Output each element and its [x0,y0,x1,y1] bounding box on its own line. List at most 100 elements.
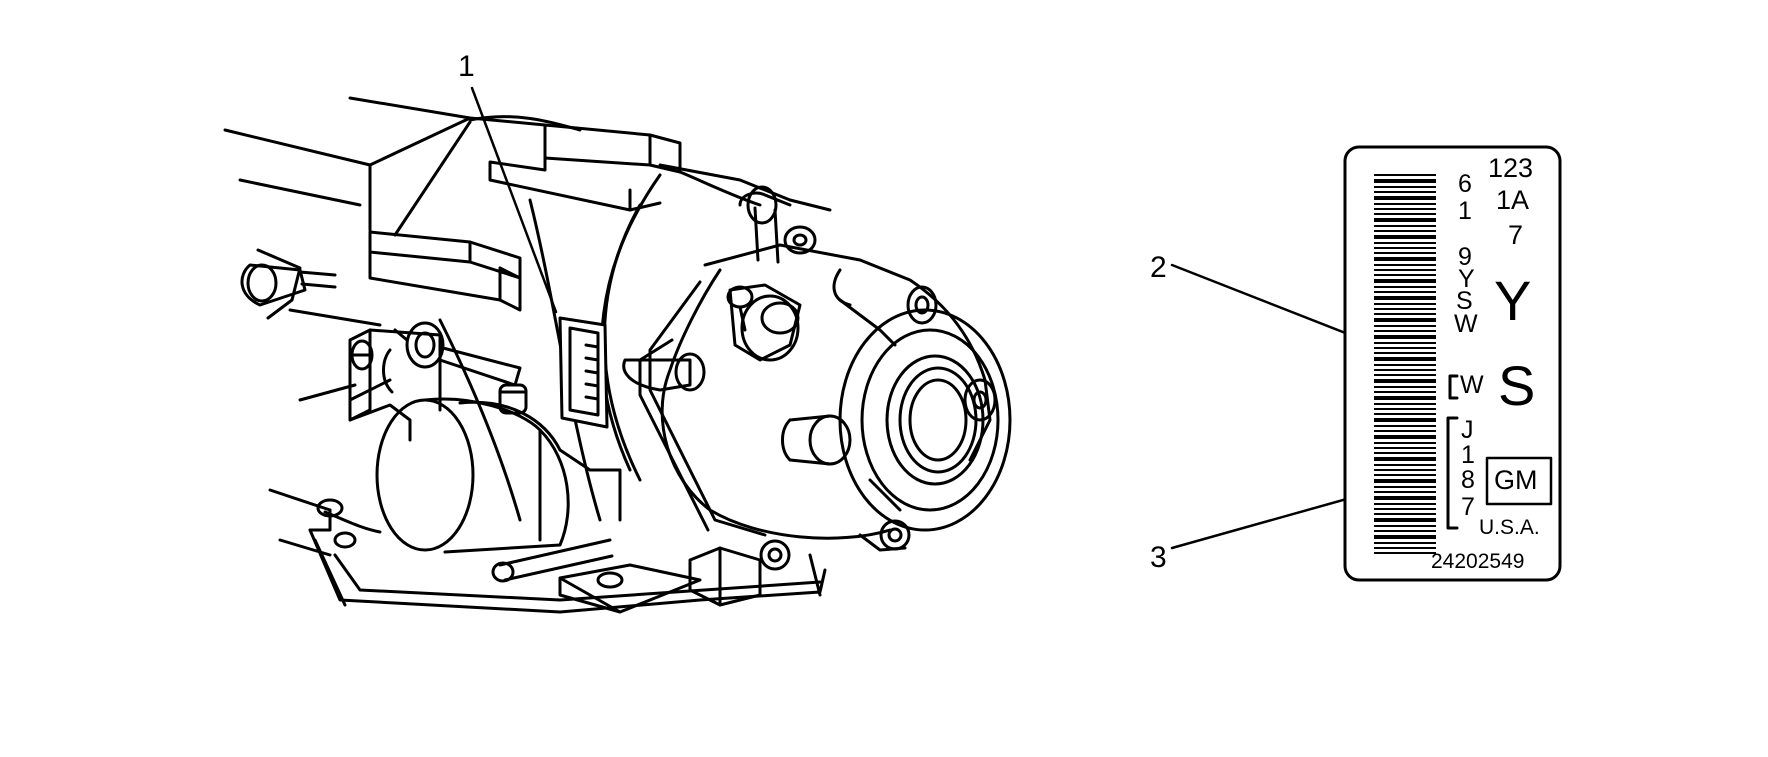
barcode-stripe [1374,291,1436,293]
barcode-stripe [1374,269,1436,271]
barcode-stripe [1374,186,1436,188]
barcode-stripe [1374,230,1436,232]
barcode-stripe [1374,418,1436,422]
barcode-stripe [1374,286,1436,288]
barcode-stripe [1374,513,1436,515]
barcode-stripe [1374,469,1436,471]
tag-big-y: Y [1494,269,1532,332]
barcode-stripe [1374,347,1436,349]
barcode-stripe [1374,547,1436,549]
barcode-stripe [1374,552,1436,554]
barcode-stripe [1374,435,1436,439]
barcode-stripe [1374,247,1436,249]
barcode-stripe [1374,369,1436,371]
bracket-w [1448,374,1459,400]
barcode-stripe [1374,203,1436,205]
barcode-stripe [1374,486,1436,488]
barcode-stripe [1374,474,1436,476]
barcode-stripe [1374,174,1436,176]
tag-julian-1: 1 [1461,441,1475,469]
barcode-stripe [1374,491,1436,493]
barcode-stripe [1374,257,1436,261]
barcode [1374,174,1436,554]
transmission-body [223,96,1012,614]
barcode-stripe [1374,379,1436,383]
barcode-stripe [1374,479,1436,483]
tag-col-left-2: 9 [1458,243,1472,271]
barcode-stripe [1374,264,1436,266]
barcode-stripe [1374,308,1436,310]
barcode-stripe [1374,352,1436,354]
barcode-stripe [1374,374,1436,376]
tag-col-right-0: 123 [1488,153,1534,183]
barcode-stripe [1374,279,1436,283]
barcode-stripe [1374,357,1436,361]
barcode-stripe [1374,508,1436,510]
leader-1 [470,86,558,314]
callout-2: 2 [1150,251,1167,284]
id-label-card [1343,145,1562,582]
tag-col-left-0: 6 [1458,170,1472,198]
barcode-stripe [1374,535,1436,539]
tag-col-left-1: 1 [1458,197,1472,225]
barcode-stripe [1374,518,1436,522]
tag-brackets [1446,374,1459,530]
tag-col-right-2: 7 [1508,220,1524,250]
tag-bracket-w: W [1460,371,1484,399]
barcode-stripe [1374,364,1436,366]
barcode-stripe [1374,457,1436,461]
barcode-stripe [1374,408,1436,410]
barcode-stripe [1374,342,1436,344]
barcode-stripe [1374,396,1436,400]
tag-col-left-4: S [1456,287,1473,315]
barcode-stripe [1374,208,1436,210]
barcode-stripe [1374,442,1436,444]
callout-3: 3 [1150,541,1167,574]
barcode-stripe [1374,542,1436,544]
barcode-stripe [1374,503,1436,505]
tag-julian-0: J [1461,416,1474,444]
tag-big-s: S [1498,354,1536,417]
barcode-stripe [1374,452,1436,454]
barcode-stripe [1374,430,1436,432]
barcode-stripe [1374,386,1436,388]
bracket-julian [1446,416,1459,530]
barcode-stripe [1374,218,1436,222]
barcode-stripe [1374,242,1436,244]
barcode-stripe [1374,530,1436,532]
barcode-stripe [1374,413,1436,415]
barcode-stripe [1374,425,1436,427]
barcode-stripe [1374,318,1436,322]
barcode-stripe [1374,196,1436,200]
tag-country: U.S.A. [1479,516,1540,539]
barcode-stripe [1374,464,1436,466]
barcode-stripe [1374,325,1436,327]
tag-col-left-3: Y [1458,265,1475,293]
callout-1: 1 [458,50,475,83]
barcode-stripe [1374,225,1436,227]
tag-col-left-5: W [1454,310,1478,338]
barcode-stripe [1374,330,1436,332]
barcode-stripe [1374,213,1436,215]
tag-julian-3: 7 [1461,493,1475,521]
barcode-stripe [1374,525,1436,527]
tag-part-number: 24202549 [1431,550,1525,573]
barcode-stripe [1374,403,1436,405]
tag-col-right-1: 1A [1496,185,1530,215]
barcode-stripe [1374,235,1436,239]
tag-julian-2: 8 [1461,466,1475,494]
tag-gm-logo: GM [1494,465,1538,495]
barcode-stripe [1374,274,1436,276]
barcode-stripe [1374,303,1436,305]
case-id-tag [558,316,609,429]
barcode-stripe [1374,179,1436,183]
gm-logo-box [1485,456,1553,506]
barcode-stripe [1374,296,1436,300]
barcode-stripe [1374,447,1436,449]
barcode-stripe [1374,335,1436,339]
barcode-stripe [1374,191,1436,193]
barcode-stripe [1374,313,1436,315]
barcode-stripe [1374,496,1436,500]
